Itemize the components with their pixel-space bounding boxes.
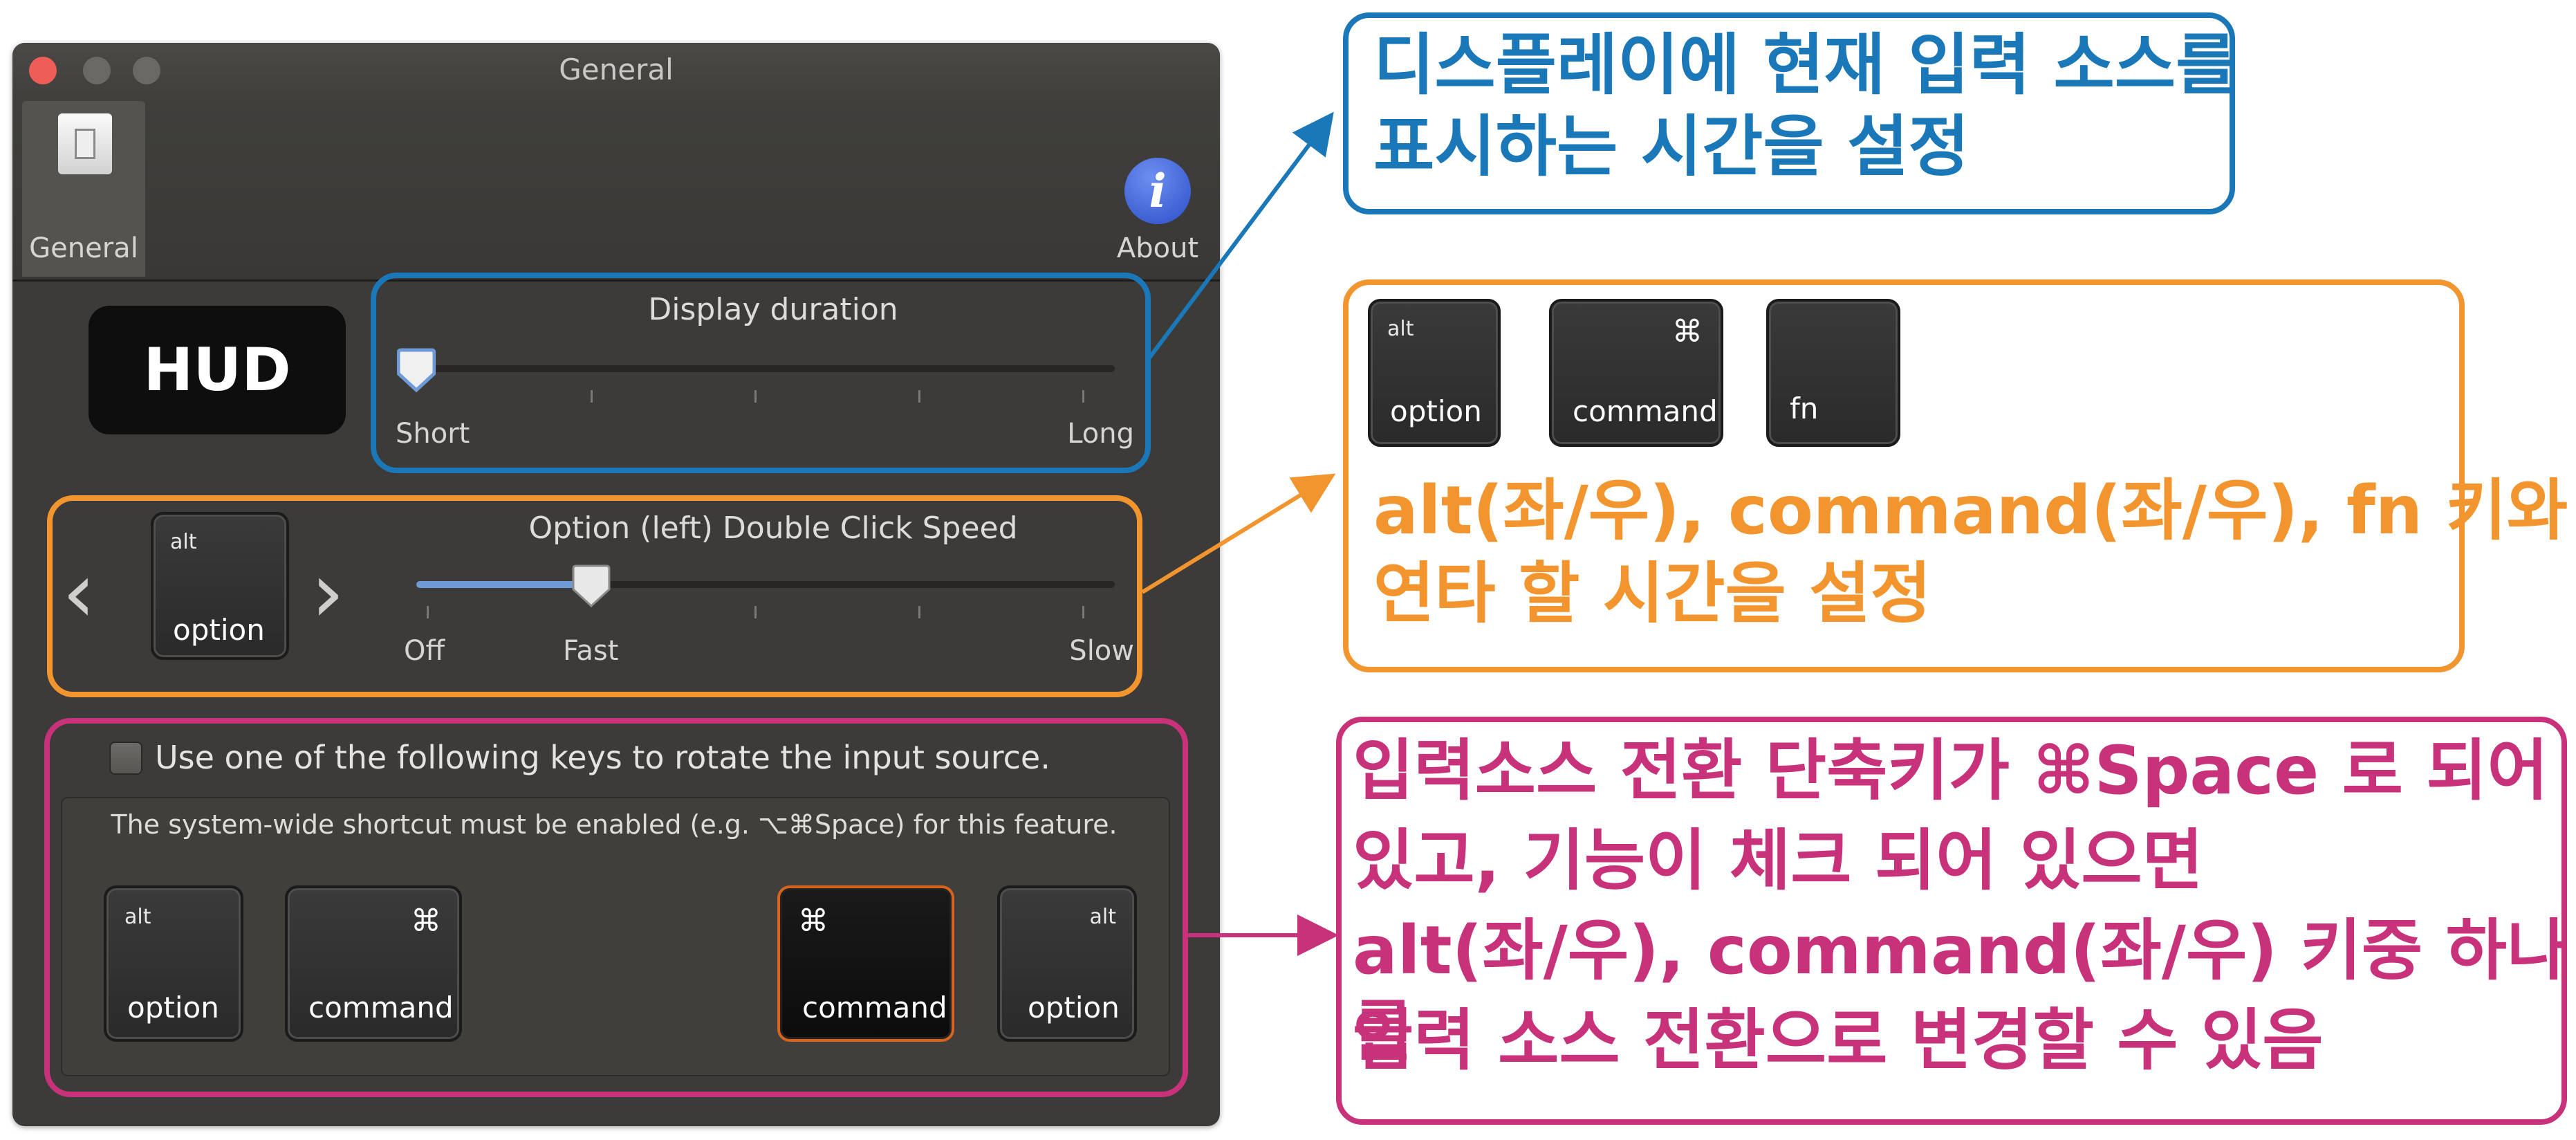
- zoom-button[interactable]: [133, 57, 160, 84]
- display-duration-title: Display duration: [648, 292, 898, 327]
- double-click-title: Option (left) Double Click Speed: [528, 511, 1018, 546]
- slider-tick: [918, 606, 920, 618]
- double-click-label-slow: Slow: [1069, 635, 1134, 667]
- slider-tick: [1082, 606, 1084, 618]
- display-duration-min-label: Short: [396, 418, 470, 450]
- info-icon[interactable]: i: [1124, 158, 1191, 224]
- keycap-main-label: command: [1573, 394, 1718, 428]
- annotation-pink-line-4: 입력 소스 전환으로 변경할 수 있음: [1353, 1002, 2324, 1079]
- slider-tick: [1082, 390, 1084, 403]
- toolbar: General i About: [12, 101, 1220, 282]
- rotate-keys-panel: [61, 797, 1170, 1076]
- toolbar-tab-general[interactable]: General: [22, 101, 145, 277]
- keycap-small-label: alt: [1387, 317, 1414, 341]
- keycap-small-label: alt: [1089, 905, 1116, 929]
- display-duration-slider[interactable]: [416, 365, 1115, 372]
- close-button[interactable]: [29, 57, 57, 84]
- command-icon: ⌘: [798, 903, 828, 939]
- hud-preview: HUD: [89, 306, 346, 434]
- preferences-window: General General i About HUD Display dura…: [12, 43, 1220, 1126]
- toolbar-tab-general-label: General: [29, 232, 138, 264]
- keycap-main-label: option: [173, 613, 265, 647]
- annotation-orange-line-2: 연타 할 시간을 설정: [1373, 555, 1931, 632]
- chevron-left-icon[interactable]: ‹: [62, 545, 95, 641]
- annotation-pink-line-2: 있고, 기능이 체크 되어 있으면: [1353, 822, 2203, 899]
- slider-tick: [918, 390, 920, 403]
- highlight-double-click: [47, 495, 1142, 697]
- minimize-button[interactable]: [83, 57, 111, 84]
- shortcut-note: The system-wide shortcut must be enabled…: [111, 809, 1118, 840]
- slider-tick: [427, 606, 429, 618]
- annotation-pink-line-1: 입력소스 전환 단축키가 ⌘Space 로 되어: [1353, 732, 2548, 809]
- rotate-key-left-option[interactable]: alt option: [104, 885, 243, 1042]
- keycap-main-label: option: [1390, 394, 1482, 428]
- keycap-main-label: fn: [1790, 392, 1819, 425]
- display-duration-max-label: Long: [1067, 418, 1134, 450]
- rotate-key-right-option[interactable]: alt option: [997, 885, 1137, 1042]
- highlight-rotate-keys: [44, 718, 1188, 1097]
- toolbar-tab-about-label[interactable]: About: [1116, 232, 1199, 264]
- annotation-box-blue: [1343, 12, 2235, 214]
- annotation-box-orange: [1343, 279, 2465, 672]
- annotation-orange-line-1: alt(좌/우), command(좌/우), fn 키와: [1373, 472, 2568, 549]
- rotate-input-checkbox[interactable]: [109, 742, 142, 775]
- chevron-right-icon[interactable]: ›: [311, 545, 344, 641]
- double-click-speed-slider[interactable]: [416, 581, 1115, 588]
- rotate-key-left-command[interactable]: ⌘ command: [285, 885, 462, 1042]
- annotation-key-fn: fn: [1766, 299, 1900, 447]
- annotation-blue-line-2: 표시하는 시간을 설정: [1373, 108, 1970, 185]
- annotation-key-command: ⌘ command: [1549, 299, 1723, 447]
- double-click-label-off: Off: [404, 635, 445, 667]
- option-key-selector[interactable]: alt option: [151, 512, 289, 660]
- annotation-key-option: alt option: [1368, 299, 1501, 447]
- highlight-display-duration: [371, 273, 1151, 473]
- rotate-input-checkbox-label[interactable]: Use one of the following keys to rotate …: [155, 739, 1050, 776]
- annotation-blue-line-1: 디스플레이에 현재 입력 소스를: [1373, 26, 2237, 104]
- slider-tick: [591, 390, 593, 403]
- keycap-main-label: option: [127, 991, 219, 1024]
- command-icon: ⌘: [411, 903, 441, 939]
- keycap-small-label: alt: [170, 530, 197, 554]
- light-switch-icon: [58, 113, 112, 174]
- keycap-main-label: command: [308, 991, 454, 1024]
- double-click-label-fast: Fast: [563, 635, 619, 667]
- command-icon: ⌘: [1672, 314, 1703, 349]
- slider-tick: [754, 390, 757, 403]
- double-click-fill: [416, 581, 591, 588]
- double-click-thumb[interactable]: [572, 563, 611, 609]
- rotate-key-right-command[interactable]: ⌘ command: [777, 885, 954, 1042]
- display-duration-thumb[interactable]: [397, 347, 436, 393]
- window-title: General: [559, 53, 674, 86]
- annotation-pink-line-3: alt(좌/우), command(좌/우) 키중 하나를: [1353, 912, 2568, 1071]
- slider-tick: [754, 606, 757, 618]
- title-bar: General: [12, 43, 1220, 101]
- keycap-main-label: command: [802, 991, 947, 1024]
- keycap-small-label: alt: [124, 905, 151, 929]
- annotation-box-pink: [1336, 717, 2567, 1125]
- keycap-main-label: option: [1028, 991, 1120, 1024]
